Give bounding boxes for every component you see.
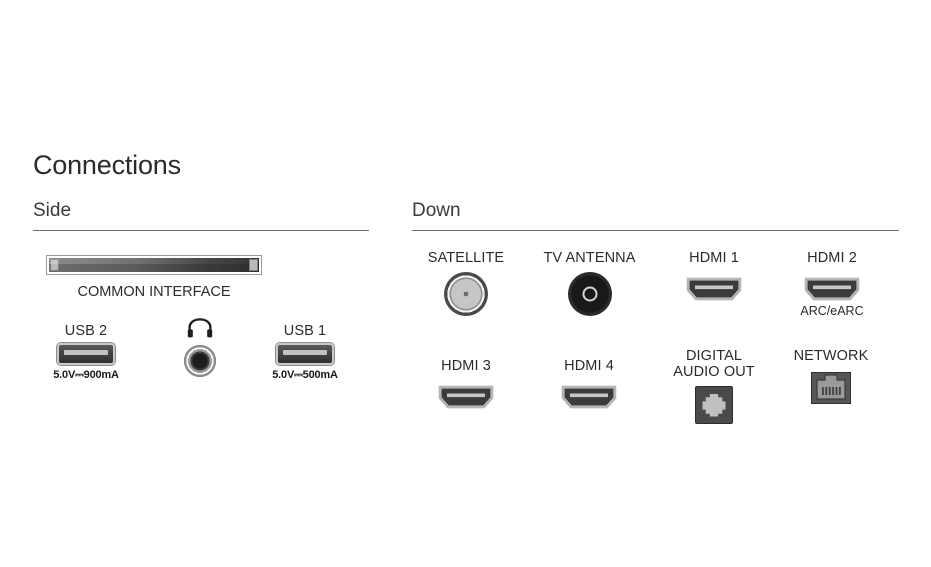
- usb-2-label: USB 2: [64, 323, 108, 339]
- hdmi-4-art: [538, 384, 640, 410]
- network-art: [775, 372, 887, 405]
- headphone-jack-art: [165, 344, 235, 378]
- port-network: NETWORK: [775, 348, 887, 405]
- tv-antenna-label: TV ANTENNA: [543, 250, 636, 266]
- hdmi-4-label: HDMI 4: [564, 358, 614, 374]
- digital-audio-out-label-line1: DIGITAL: [685, 348, 743, 364]
- hdmi-port-icon: [438, 385, 494, 409]
- tv-antenna-connector-icon: [567, 272, 612, 317]
- hdmi-port-icon: [686, 277, 742, 301]
- common-interface-tab-left: [50, 259, 59, 271]
- hdmi-port-icon: [561, 385, 617, 409]
- usb-2-art: [36, 343, 136, 366]
- headphone-icon: [165, 318, 235, 338]
- port-digital-audio-out: DIGITAL AUDIO OUT: [655, 348, 773, 425]
- hdmi-1-art: [663, 276, 765, 302]
- section-down-title: Down: [412, 200, 461, 221]
- optical-audio-port-icon: [695, 386, 733, 425]
- optical-audio-aperture: [702, 393, 726, 417]
- common-interface-label: COMMON INTERFACE: [77, 284, 231, 300]
- common-interface-tab-right: [249, 259, 258, 271]
- usb-1-label: USB 1: [283, 323, 327, 339]
- hdmi-1-label: HDMI 1: [689, 250, 739, 266]
- hdmi-2-label: HDMI 2: [807, 250, 857, 266]
- usb-port-icon: [57, 343, 115, 366]
- network-label: NETWORK: [793, 348, 869, 364]
- port-tv-antenna: TV ANTENNA: [526, 250, 653, 317]
- port-headphone: [165, 318, 235, 378]
- usb-2-power-label: 5.0V⎓900mA: [53, 369, 119, 382]
- tv-antenna-art: [526, 272, 653, 317]
- hdmi-2-art: [778, 276, 886, 302]
- section-side-title: Side: [33, 200, 72, 221]
- rj45-network-port-icon: [811, 372, 851, 405]
- section-down-divider: [412, 230, 899, 231]
- tv-antenna-ring-gap: [587, 289, 592, 299]
- hdmi-3-label: HDMI 3: [441, 358, 491, 374]
- satellite-label: SATELLITE: [427, 250, 505, 266]
- port-usb-1: USB 1 5.0V⎓500mA: [255, 323, 355, 381]
- hdmi-2-arc-label: ARC/eARC: [800, 304, 864, 319]
- port-hdmi-2: HDMI 2 ARC/eARC: [778, 250, 886, 319]
- hdmi-port-icon: [804, 277, 860, 301]
- digital-audio-out-label-line2: AUDIO OUT: [673, 364, 755, 381]
- section-side: Side: [33, 201, 369, 231]
- port-hdmi-4: HDMI 4: [538, 358, 640, 410]
- page-title: Connections: [33, 150, 181, 180]
- satellite-art: [415, 272, 517, 317]
- common-interface-slot-icon: [46, 255, 262, 275]
- common-interface-slot-inner: [49, 258, 259, 272]
- audio-jack-icon: [183, 344, 217, 378]
- usb-1-power-label: 5.0V⎓500mA: [272, 369, 338, 382]
- tv-antenna-ring: [582, 286, 597, 302]
- port-satellite: SATELLITE: [415, 250, 517, 317]
- usb-port-icon: [276, 343, 334, 366]
- port-hdmi-1: HDMI 1: [663, 250, 765, 302]
- port-hdmi-3: HDMI 3: [415, 358, 517, 410]
- section-down: Down: [412, 201, 899, 231]
- hdmi-3-art: [415, 384, 517, 410]
- digital-audio-out-art: [655, 386, 773, 425]
- port-usb-2: USB 2 5.0V⎓900mA: [36, 323, 136, 381]
- satellite-connector-icon: [444, 272, 488, 317]
- section-side-divider: [33, 230, 369, 231]
- usb-1-art: [255, 343, 355, 366]
